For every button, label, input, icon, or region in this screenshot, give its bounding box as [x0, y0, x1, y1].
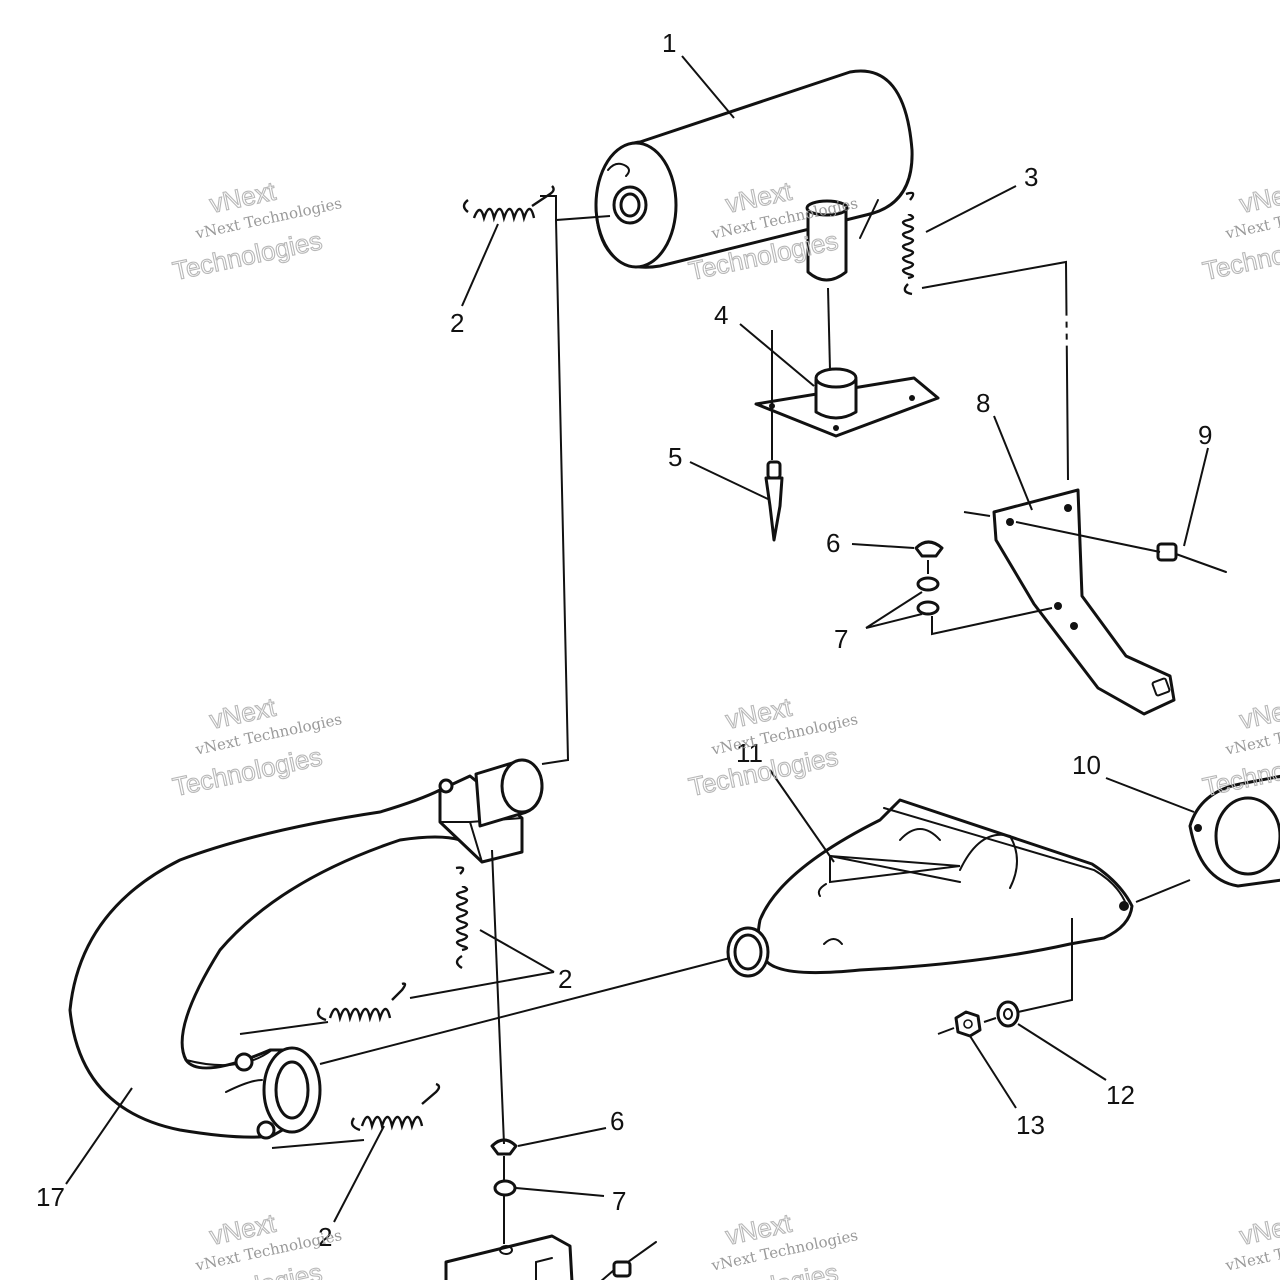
watermark-stamp-7: vNext vNext Technologies Technologies	[170, 1207, 344, 1280]
callout-numbers: 1 2 3 4 5 6 7 8 9 10 11 2 12 13 6 7 17 2	[36, 28, 1212, 1252]
callout-12: 12	[1106, 1080, 1135, 1110]
watermark-word-technologies: Technologies	[686, 741, 841, 802]
callout-7-upper: 7	[834, 624, 848, 654]
exhaust-manifold	[726, 798, 1134, 978]
callout-6-lower: 6	[610, 1106, 624, 1136]
callout-11: 11	[736, 738, 763, 768]
callout-2-top: 2	[450, 308, 464, 338]
mounting-bracket	[992, 488, 1176, 716]
assembly-lines	[239, 195, 1191, 1244]
washer-7-lower	[493, 1179, 517, 1197]
callout-13: 13	[1016, 1110, 1045, 1140]
grommet-mount-plate	[754, 367, 940, 438]
bolt-9	[1156, 542, 1227, 573]
callout-4: 4	[714, 300, 728, 330]
callout-17: 17	[36, 1182, 65, 1212]
nut-13	[954, 1010, 982, 1038]
watermark-word-technologies: Technologies	[170, 741, 325, 802]
callout-8: 8	[976, 388, 990, 418]
callout-leaders	[65, 55, 1209, 1223]
callout-1: 1	[662, 28, 676, 58]
watermark-word-technologies: Technologies	[170, 225, 325, 286]
watermark-stamp-5: vNext vNext Technologies Technologies	[686, 691, 860, 803]
callout-2-bottom: 2	[318, 1222, 332, 1252]
spring-2-vertical	[455, 866, 469, 970]
spring-2-top	[462, 185, 555, 223]
grommet-6-upper	[914, 540, 944, 616]
callout-9: 9	[1198, 420, 1212, 450]
bolt-lower	[600, 1241, 657, 1280]
stud-5	[764, 460, 784, 542]
callout-6-upper: 6	[826, 528, 840, 558]
watermark-stamp-8: vNext vNext Technologies Technologies	[686, 1207, 860, 1280]
muffler-canister	[594, 69, 914, 282]
callout-3: 3	[1024, 162, 1038, 192]
lower-bracket	[444, 1234, 574, 1280]
expansion-chamber-pipe	[68, 758, 544, 1140]
watermark-word-vnext: vNext	[1237, 176, 1280, 219]
gasket-10	[1188, 774, 1280, 888]
watermark-word-vnext: vNext	[1237, 1208, 1280, 1251]
spring-2-bottom	[350, 1082, 441, 1132]
watermark-stamp-1: vNext vNext Technologies Technologies	[170, 175, 344, 287]
spring-3	[901, 191, 915, 296]
callout-7-lower: 7	[612, 1186, 626, 1216]
callout-2-middle: 2	[558, 964, 572, 994]
watermark-stamp-9: vNext vNext Technologies Technologies	[1200, 1207, 1280, 1280]
washer-12	[996, 1000, 1020, 1028]
watermark-stamp-3: vNext vNext Technologies Technologies	[1200, 175, 1280, 287]
watermark: vNext vNext Technologies Technologies vN…	[170, 175, 1280, 1280]
callout-10: 10	[1072, 750, 1101, 780]
grommet-6-lower	[490, 1138, 518, 1156]
watermark-stamp-4: vNext vNext Technologies Technologies	[170, 691, 344, 803]
callout-5: 5	[668, 442, 682, 472]
watermark-stamp-6: vNext vNext Technologies Technologies	[1200, 691, 1280, 803]
spring-2-middle	[316, 982, 407, 1023]
watermark-word-vnext: vNext	[1237, 692, 1280, 735]
